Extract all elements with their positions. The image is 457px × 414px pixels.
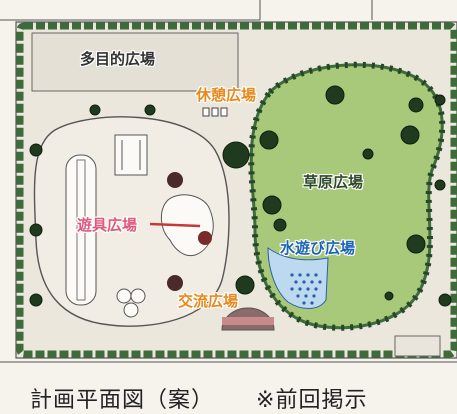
- play-dome: [167, 172, 183, 188]
- trees: [29, 85, 452, 307]
- rest-plaza-benches: [202, 107, 228, 117]
- play-dome: [198, 231, 212, 245]
- label-exchange-plaza: 交流広場: [178, 292, 239, 310]
- play-dome: [167, 275, 183, 291]
- label-multipurpose-plaza: 多目的広場: [80, 50, 156, 68]
- multipurpose-plaza-field: [31, 32, 239, 92]
- long-slide: [65, 154, 97, 306]
- label-meadow-plaza: 草原広場: [303, 173, 364, 191]
- perimeter-hedge: [16, 22, 457, 358]
- swing-set: [114, 134, 148, 176]
- park-plan-map: [0, 0, 457, 363]
- water-jet-dots: [290, 273, 322, 305]
- exchange-plaza-band: [222, 317, 274, 325]
- caption-title: 計画平面図（案）: [30, 388, 215, 413]
- slide-lane: [76, 159, 86, 301]
- building-corner: [394, 335, 441, 357]
- meadow-hedge-outline: [248, 61, 446, 331]
- spring-rider: [130, 288, 146, 304]
- map-caption: 計画平面図（案） ※前回掲示: [30, 382, 367, 414]
- label-rest-plaza: 休憩広場: [196, 86, 257, 104]
- label-water-play-plaza: 水遊び広場: [280, 239, 356, 257]
- spring-rider: [116, 288, 132, 304]
- spring-rider: [123, 302, 139, 318]
- label-playground-plaza: 遊具広場: [77, 216, 138, 234]
- water-play-pool: [267, 247, 329, 309]
- caption-note: ※前回掲示: [256, 388, 368, 413]
